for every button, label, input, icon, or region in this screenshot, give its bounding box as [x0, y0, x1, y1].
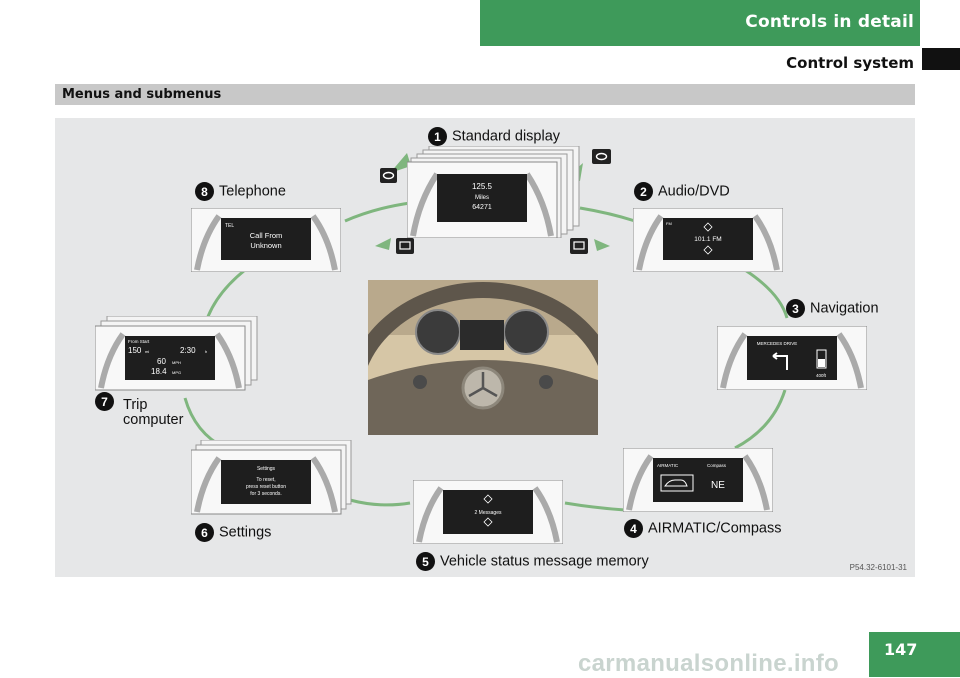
watermark: carmanualsonline.info [578, 650, 840, 677]
airmatic-screen-line-2: Compass [707, 463, 727, 468]
menus-section-bar: Menus and submenus [55, 84, 915, 105]
telephone-cluster: TEL Call From Unknown [191, 208, 341, 272]
settings-screen-line-2: To reset, [256, 477, 275, 483]
figure-code: P54.32-6101-31 [849, 563, 907, 572]
trip-computer-cluster: From Start 150 mi 2:30 h 60 MPH 18.4 MPG [95, 316, 258, 391]
menu-diagram: 125.5 Miles 64271 TEL Call From Unknown … [55, 118, 915, 577]
tel-screen-line-3: Unknown [250, 241, 281, 250]
nav-screen-line-2: 400ft [816, 373, 827, 378]
audio-screen-line-1: FM [666, 221, 672, 226]
trip-screen-line-4: 2:30 [180, 346, 196, 355]
trip-screen-line-1: From Start [128, 339, 150, 344]
steering-wheel-photo [368, 280, 598, 435]
trip-label-line2: computer [123, 412, 184, 428]
settings-screen-line-3: press reset button [246, 484, 286, 490]
trip-screen-line-8: 18.4 [151, 367, 167, 376]
tel-screen-line-1: TEL [225, 223, 234, 229]
tel-screen-line-2: Call From [250, 231, 283, 240]
std-screen-line-2: Miles [475, 195, 489, 201]
section-heading: Control system [786, 54, 914, 72]
audio-dvd-cluster: FM 101.1 FM [633, 208, 783, 272]
audio-screen-line-2: 101.1 FM [694, 236, 721, 243]
std-screen-line-3: 64271 [472, 204, 492, 211]
settings-cluster: Settings To reset, press reset button fo… [191, 440, 352, 515]
airmatic-screen-line-1: AIRMATIC [657, 463, 679, 468]
vehicle-status-cluster: 2 Messages [413, 480, 563, 544]
chapter-title: Controls in detail [745, 12, 914, 32]
settings-screen-line-1: Settings [257, 466, 276, 472]
header-bar [480, 0, 920, 46]
nav-screen-line-1: MERCEDES DRIVE [757, 341, 798, 346]
trip-screen-line-9: MPG [172, 370, 181, 375]
status-screen-line-1: 2 Messages [475, 510, 502, 516]
trip-screen-line-2: 150 [128, 346, 142, 355]
trip-screen-line-6: 60 [157, 357, 166, 366]
airmatic-compass-cluster: AIRMATIC Compass NE [623, 448, 773, 512]
trip-label-line1: Trip [123, 397, 148, 413]
settings-screen-line-4: for 3 seconds. [250, 491, 281, 497]
thumb-tab [922, 48, 960, 70]
trip-screen-line-5: h [205, 349, 207, 354]
airmatic-screen-line-3: NE [711, 480, 725, 491]
page-number-box: 147 [869, 632, 960, 677]
standard-display-cluster: 125.5 Miles 64271 [407, 146, 580, 238]
std-screen-line-1: 125.5 [472, 182, 493, 191]
trip-screen-line-3: mi [145, 349, 149, 354]
navigation-cluster: MERCEDES DRIVE 400ft [717, 326, 867, 390]
page-number: 147 [884, 640, 918, 659]
trip-screen-line-7: MPH [172, 360, 181, 365]
menus-section-title: Menus and submenus [62, 87, 222, 102]
